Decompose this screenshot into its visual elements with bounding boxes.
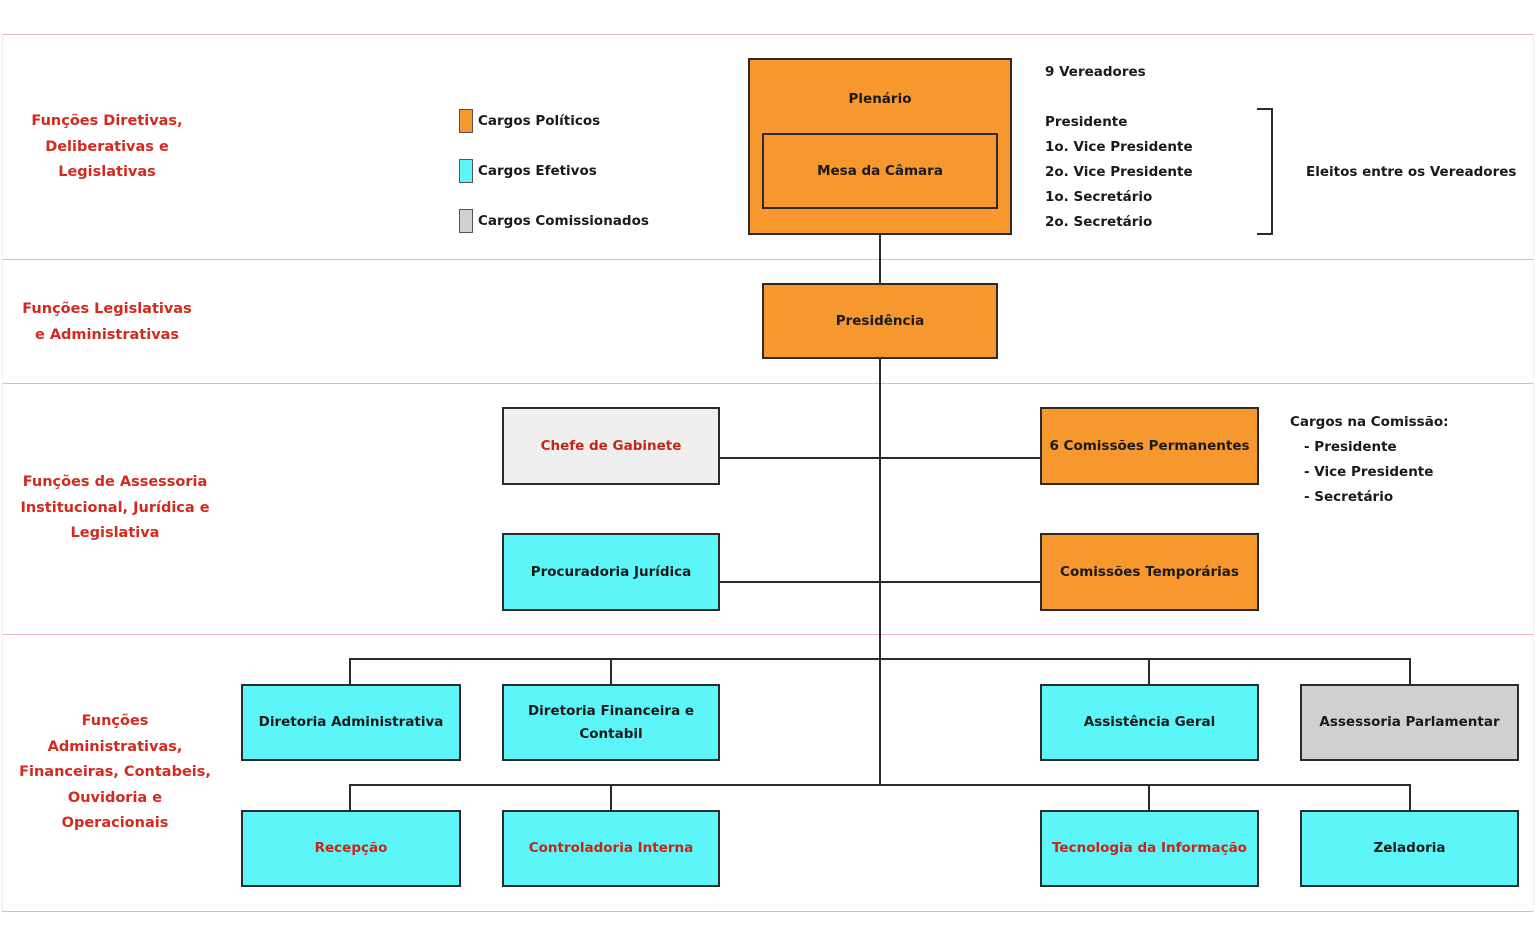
- diretoria-administrativa-box: Diretoria Administrativa: [241, 684, 461, 761]
- connector-row1-drop-3: [1148, 658, 1150, 685]
- connector-row1-drop-1: [349, 658, 351, 685]
- mesa-member: 2o. Secretário: [1045, 214, 1153, 230]
- comissoes-permanentes-box: 6 Comissões Permanentes: [1040, 407, 1259, 485]
- connector-row2-drop-2: [610, 784, 612, 811]
- connector-row1-drop-4: [1409, 658, 1411, 685]
- band-divider-3: [2, 634, 1533, 635]
- connector-row1-drop-2: [610, 658, 612, 685]
- connector-procuradoria: [719, 581, 1041, 583]
- band-divider-2: [2, 383, 1533, 384]
- section-label-assessoria: Funções de Assessoria Institucional, Jur…: [20, 474, 210, 541]
- mesa-member: Presidente: [1045, 114, 1128, 130]
- legend-swatch-politicos: [459, 109, 473, 133]
- comissao-title: Cargos na Comissão:: [1290, 414, 1449, 430]
- assistencia-geral-label: Assistência Geral: [1083, 714, 1216, 730]
- mesa-member: 1o. Vice Presidente: [1045, 139, 1193, 155]
- connector-row2-drop-4: [1409, 784, 1411, 811]
- recepcao-label: Recepção: [314, 840, 388, 856]
- comissoes-permanentes-label: 6 Comissões Permanentes: [1049, 437, 1250, 454]
- band-bottom-border: [2, 911, 1533, 912]
- legend-label-politicos: Cargos Políticos: [478, 113, 601, 129]
- comissao-member: - Vice Presidente: [1304, 464, 1434, 480]
- legend-label-efetivos: Cargos Efetivos: [478, 163, 597, 179]
- controladoria-box: Controladoria Interna: [502, 810, 720, 887]
- chefe-gabinete-box: Chefe de Gabinete: [502, 407, 720, 485]
- tecnologia-box: Tecnologia da Informação: [1040, 810, 1259, 887]
- mesa-member: 2o. Vice Presidente: [1045, 164, 1193, 180]
- connector-row2-horizontal: [349, 784, 1411, 786]
- plenario-label: Plenário: [848, 91, 912, 107]
- connector-row1-horizontal: [349, 658, 1411, 660]
- chefe-gabinete-label: Chefe de Gabinete: [540, 437, 682, 454]
- assessoria-parlamentar-label: Assessoria Parlamentar: [1319, 714, 1500, 730]
- presidencia-box: Presidência: [762, 283, 998, 359]
- diretoria-financeira-label: Diretoria Financeira e Contabil: [527, 702, 695, 742]
- procuradoria-box: Procuradoria Jurídica: [502, 533, 720, 611]
- section-label-administrativas: Funções Administrativas, Financeiras, Co…: [19, 713, 211, 831]
- connector-trunk-top: [879, 233, 881, 284]
- controladoria-label: Controladoria Interna: [528, 840, 694, 856]
- mesa-box: Mesa da Câmara: [762, 133, 998, 209]
- comissao-member: - Secretário: [1304, 489, 1394, 505]
- presidencia-label: Presidência: [835, 312, 925, 329]
- section-label-diretivas: Funções Diretivas, Deliberativas e Legis…: [31, 113, 183, 180]
- assessoria-parlamentar-box: Assessoria Parlamentar: [1300, 684, 1519, 761]
- diretoria-financeira-box: Diretoria Financeira e Contabil: [502, 684, 720, 761]
- recepcao-box: Recepção: [241, 810, 461, 887]
- band-divider-1: [2, 259, 1533, 260]
- band-right-border: [1533, 34, 1534, 911]
- zeladoria-box: Zeladoria: [1300, 810, 1519, 887]
- vereadores-note: 9 Vereadores: [1045, 64, 1146, 80]
- tecnologia-label: Tecnologia da Informação: [1052, 840, 1247, 856]
- band-top-border: [2, 34, 1533, 35]
- assistencia-geral-box: Assistência Geral: [1040, 684, 1259, 761]
- legend-swatch-comissionados: [459, 209, 473, 233]
- legend-label-comissionados: Cargos Comissionados: [478, 213, 649, 229]
- connector-trunk-main: [879, 358, 881, 785]
- comissoes-temporarias-box: Comissões Temporárias: [1040, 533, 1259, 611]
- comissoes-temporarias-label: Comissões Temporárias: [1060, 563, 1239, 580]
- legend-swatch-efetivos: [459, 159, 473, 183]
- procuradoria-label: Procuradoria Jurídica: [530, 563, 692, 580]
- eleitos-note: Eleitos entre os Vereadores: [1306, 164, 1517, 180]
- band-left-border: [2, 34, 3, 911]
- section-label-legislativas: Funções Legislativas e Administrativas: [22, 301, 192, 343]
- comissao-member: - Presidente: [1304, 439, 1397, 455]
- connector-gabinete: [719, 457, 1041, 459]
- zeladoria-label: Zeladoria: [1373, 840, 1446, 856]
- mesa-bracket: [1257, 108, 1273, 235]
- diretoria-administrativa-label: Diretoria Administrativa: [258, 714, 444, 730]
- mesa-member: 1o. Secretário: [1045, 189, 1153, 205]
- connector-row2-drop-3: [1148, 784, 1150, 811]
- connector-row2-drop-1: [349, 784, 351, 811]
- mesa-label: Mesa da Câmara: [817, 162, 943, 179]
